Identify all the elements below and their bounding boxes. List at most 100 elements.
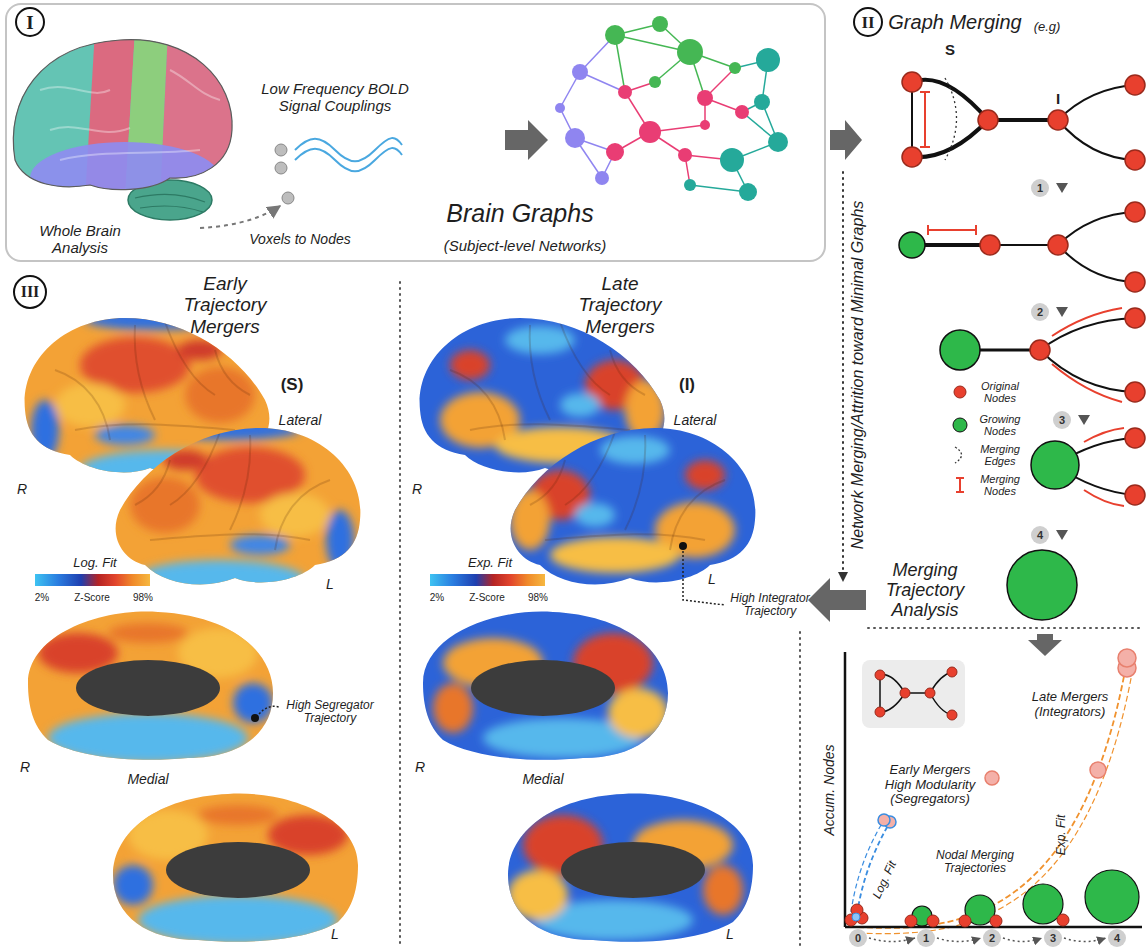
voxel-dots [275, 144, 294, 204]
step-label: 4 [1037, 530, 1043, 541]
panel-text: Low Frequency BOLD Signal Couplings [250, 81, 420, 115]
label-text: Lateral [674, 413, 717, 429]
legend-samples [953, 386, 967, 492]
legend-text: Growing Nodes [974, 413, 1026, 438]
label-text: Graph Merging [888, 11, 1021, 33]
legend-text: Merging Edges [974, 443, 1026, 468]
label-text: Exp. Fit [468, 556, 512, 571]
label-text: R [415, 760, 425, 776]
label-text: Log. Fit [870, 859, 899, 901]
voxel-arrow [200, 206, 280, 228]
trajectory-step-arrow [937, 938, 981, 942]
step-label: 3 [1050, 933, 1056, 944]
panel-text: Whole Brain Analysis [30, 223, 130, 257]
label-text: Medial [522, 772, 563, 788]
panel-numeral: III [21, 284, 40, 300]
brain-surface [8, 598, 298, 778]
label-text: High Segregator Trajectory [283, 699, 378, 726]
label-text: Merging Trajectory Analysis [875, 560, 975, 620]
step-label: 2 [989, 933, 995, 944]
step-number: 0 [849, 929, 867, 947]
label-text: Z-Score [74, 592, 110, 603]
panel-text: Voxels to Nodes [249, 232, 350, 248]
label-text: L [326, 577, 334, 593]
panel-number: III [13, 275, 47, 309]
step-number: 3 [1044, 929, 1062, 947]
label-text: Early Trajectory Mergers [175, 273, 275, 337]
label-text: 2% [430, 592, 444, 603]
panel-numeral: II [861, 14, 874, 31]
step-label: 2 [1037, 307, 1043, 318]
flow-arrow [830, 120, 862, 160]
brain-surface [403, 598, 693, 778]
panel-numeral: I [26, 13, 33, 32]
step-arrows [1056, 183, 1090, 540]
legend-text: Merging Nodes [974, 473, 1026, 498]
label-text: Early Mergers High Modularity (Segregato… [883, 763, 978, 807]
flow-arrow [1028, 634, 1062, 656]
brain-surface [88, 780, 378, 949]
step-number: 4 [1031, 526, 1049, 544]
step-number: 3 [1053, 411, 1071, 429]
flow-arrow [505, 120, 548, 160]
trajectory-step-arrow [1003, 938, 1042, 942]
label-text: I [1056, 91, 1060, 108]
panel-number: I [15, 7, 45, 37]
label-text: Late Trajectory Mergers [570, 273, 670, 337]
flow-arrow [808, 578, 866, 622]
label-text: R [412, 482, 422, 498]
panel-number: II [853, 7, 883, 37]
step-number: 4 [1108, 929, 1126, 947]
merging-graphs [912, 78, 1135, 506]
label-text: L [708, 572, 716, 588]
trajectory-chart [845, 649, 1142, 934]
step-label: 0 [855, 933, 861, 944]
step-label: 3 [1059, 415, 1065, 426]
label-text: Accum. Nodes [822, 744, 838, 835]
label-text: 98% [528, 592, 548, 603]
label-text: Late Mergers (Integrators) [1030, 690, 1110, 719]
label-text: Nodal Merging Trajectories [935, 849, 1015, 876]
label-text: Z-Score [469, 592, 505, 603]
panel-text: (Subject-level Networks) [444, 238, 607, 255]
step-label: 1 [1037, 183, 1043, 194]
panel-box: Whole Brain Analysis Low Frequency BOLD S… [5, 3, 826, 262]
legend-text: Original Nodes [974, 380, 1026, 405]
label-text: R [20, 760, 30, 776]
label-text: 98% [133, 592, 153, 603]
label-text: S [945, 42, 955, 59]
colorbar [35, 574, 545, 586]
label-text: R [17, 482, 27, 498]
label-text: L [331, 927, 339, 943]
label-text: 2% [35, 592, 49, 603]
divider-lines [400, 282, 1142, 945]
step-label: 4 [1114, 933, 1120, 944]
brain-graph [555, 16, 788, 201]
attrition-arrow [838, 172, 848, 582]
step-label: 1 [923, 933, 929, 944]
label-text: (e.g) [1034, 20, 1061, 35]
label-text: L [726, 927, 734, 943]
bold-signal [295, 138, 402, 171]
trajectory-step-arrow [1064, 938, 1106, 942]
label-text: High Integrator Trajectory [730, 592, 810, 619]
step-number: 1 [1031, 179, 1049, 197]
label-text: (I) [679, 375, 695, 394]
label-text: Lateral [279, 413, 322, 429]
label-text: Exp. Fit [1055, 815, 1068, 856]
trajectory-step-arrow [869, 938, 915, 942]
panel-text: Brain Graphs [446, 199, 593, 227]
callout-leader [251, 542, 725, 722]
whole-brain [0, 20, 260, 220]
label-text: Log. Fit [73, 556, 116, 571]
step-number: 2 [1031, 303, 1049, 321]
step-number: 2 [983, 929, 1001, 947]
label-text: Medial [127, 772, 168, 788]
label-text: Network Merging/Attrition toward Minimal… [849, 201, 867, 550]
step-number: 1 [917, 929, 935, 947]
brain-surface [483, 780, 773, 949]
graph-nodes [899, 72, 1145, 620]
